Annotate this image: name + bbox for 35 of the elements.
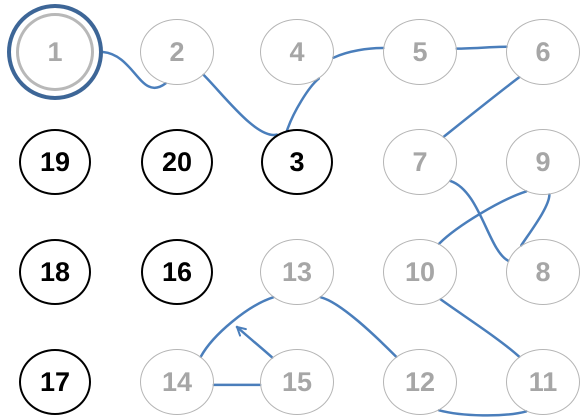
trail-line bbox=[449, 180, 510, 262]
number-circle: 16 bbox=[141, 239, 213, 305]
trail-line bbox=[202, 74, 278, 136]
trail-arrow bbox=[236, 326, 274, 359]
number-circle: 13 bbox=[260, 239, 334, 305]
number-circle: 2 bbox=[140, 19, 214, 85]
number-circle: 15 bbox=[260, 349, 334, 415]
trail-line bbox=[442, 76, 520, 138]
number-circle: 12 bbox=[383, 349, 457, 415]
number-circle: 19 bbox=[19, 129, 91, 195]
trail-line bbox=[456, 46, 508, 50]
trail-line bbox=[286, 77, 320, 132]
number-circle: 6 bbox=[506, 19, 580, 85]
number-circle: 5 bbox=[383, 19, 457, 85]
number-circle: 4 bbox=[260, 19, 334, 85]
trail-line bbox=[332, 46, 385, 59]
number-circle: 7 bbox=[383, 129, 457, 195]
trail-line bbox=[200, 296, 274, 358]
number-circle: 8 bbox=[506, 239, 580, 305]
number-circle: 20 bbox=[141, 129, 213, 195]
number-circle: 11 bbox=[506, 349, 580, 415]
trail-line bbox=[438, 190, 528, 245]
trail-line bbox=[320, 296, 398, 358]
number-circle: 18 bbox=[19, 239, 91, 305]
number-circle: 14 bbox=[140, 349, 214, 415]
number-circle: 17 bbox=[19, 349, 91, 415]
number-circle: 10 bbox=[383, 239, 457, 305]
highlighted-number-circle: 1 bbox=[7, 4, 103, 100]
trail-line bbox=[102, 50, 167, 90]
trail-line bbox=[439, 298, 520, 358]
trail-line bbox=[520, 193, 551, 247]
number-circle: 9 bbox=[506, 129, 580, 195]
number-circle: 3 bbox=[261, 129, 333, 195]
trail-line bbox=[212, 384, 262, 386]
trail-line bbox=[438, 409, 528, 417]
